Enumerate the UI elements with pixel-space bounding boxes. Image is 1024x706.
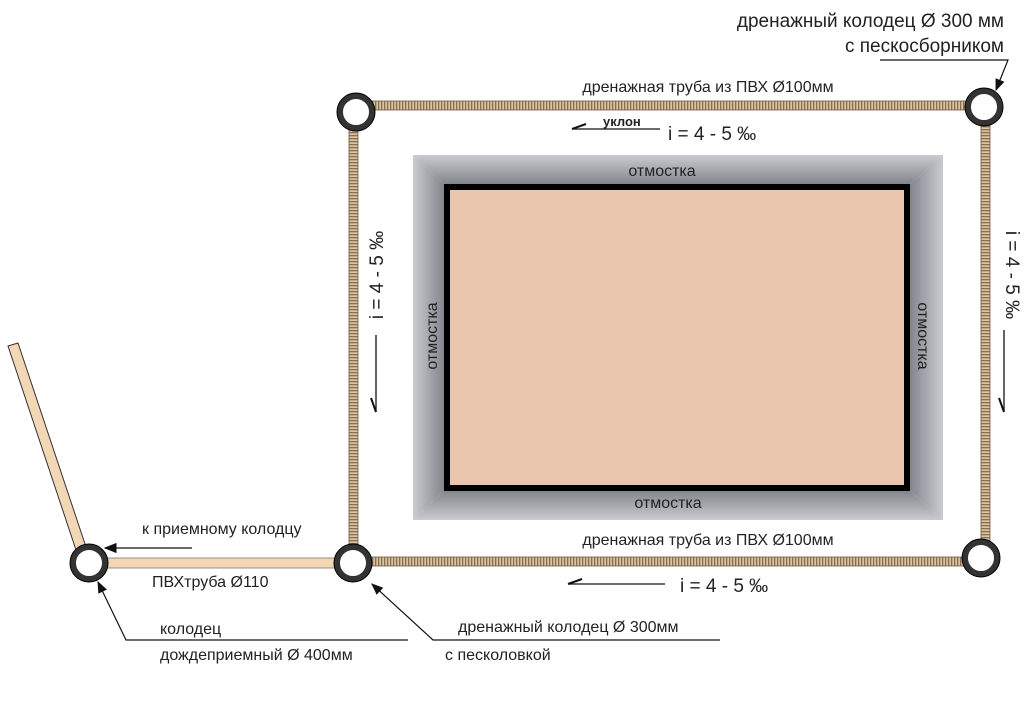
to-receiving-well-label: к приемному колодцу [142, 521, 302, 538]
well-top-right [964, 87, 1004, 127]
slope-bottom: i = 4 - 5 ‰ [680, 576, 768, 597]
slope-arrow-tick [567, 578, 583, 585]
top-pipe-label: дренажная труба из ПВХ Ø100мм [582, 79, 833, 96]
blind-area-top-label: отмостка [628, 163, 695, 180]
well-bottom-right [961, 538, 1001, 578]
top-right-leader [880, 59, 1009, 92]
bottom-pipe-label: дренажная труба из ПВХ Ø100мм [582, 532, 833, 549]
blind-area-right-label: отмостка [914, 302, 931, 369]
well-bottom-left [333, 543, 373, 583]
slope-word: уклон [603, 114, 641, 129]
bottom-drain-pipe [352, 556, 982, 567]
slope-arrow-tick [370, 397, 377, 413]
pvc-pipe-label: ПВХтруба Ø110 [152, 574, 269, 591]
top-drain-pipe [354, 100, 986, 111]
drain-well-label-2: с песколовкой [445, 647, 551, 664]
right-drain-pipe [980, 106, 991, 558]
slope-arrow-tick [571, 123, 587, 130]
pvc-outlet-pipe [99, 557, 341, 569]
rain-well-label-1: колодец [160, 621, 221, 638]
top-right-well-label-1: дренажный колодец Ø 300 мм [737, 11, 1004, 32]
rain-well-label-2: дождеприемный Ø 400мм [160, 647, 353, 664]
slope-arrow-tick [998, 397, 1005, 413]
slope-left: i = 4 - 5 ‰ [367, 231, 388, 319]
slope-top: i = 4 - 5 ‰ [668, 124, 756, 145]
rain-well [69, 543, 109, 583]
rain-well-leader [97, 580, 408, 641]
building [444, 184, 910, 491]
left-drain-pipe [348, 111, 359, 563]
blind-area [413, 155, 943, 520]
slope-right: i = 4 - 5 ‰ [1001, 231, 1022, 319]
well-top-left [336, 92, 376, 132]
drain-well-label-1: дренажный колодец Ø 300мм [458, 619, 679, 636]
blind-area-bottom-label: отмостка [634, 495, 701, 512]
drain-well-leader [371, 583, 720, 641]
top-right-well-label-2: с пескосборником [845, 36, 1004, 57]
blind-area-left-label: отмостка [424, 302, 441, 369]
pvc-diagonal-pipe [7, 342, 87, 551]
